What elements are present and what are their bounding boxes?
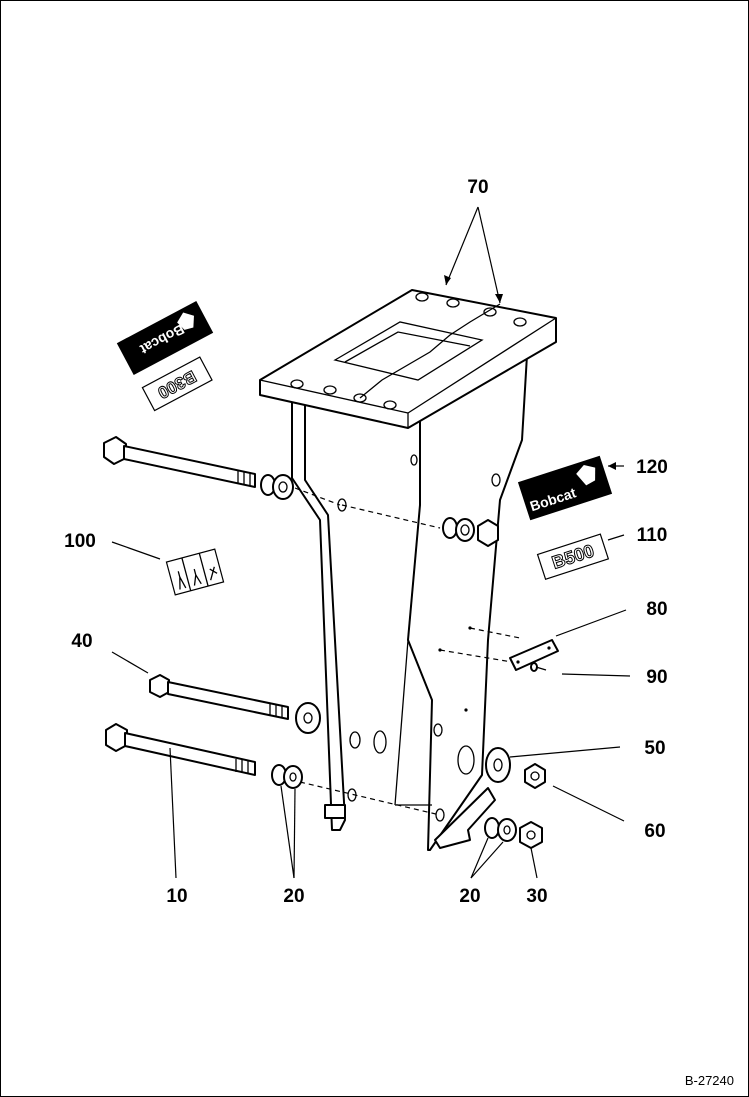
bolt-40-head xyxy=(149,674,170,698)
decal-model-right: B500 xyxy=(536,533,610,581)
bolt-10-assembly xyxy=(105,723,303,789)
callout-30: 30 xyxy=(526,886,547,907)
callout-50: 50 xyxy=(644,738,665,759)
callout-labels: 70 100 40 120 110 80 90 50 60 10 20 20 3… xyxy=(64,177,668,907)
callout-120: 120 xyxy=(636,457,668,478)
upper-bolt-shank xyxy=(123,445,256,488)
bolt-10-shank xyxy=(124,732,256,776)
leader-lines xyxy=(111,206,631,879)
screw-90 xyxy=(530,662,547,672)
callout-80: 80 xyxy=(646,599,667,620)
callout-90: 90 xyxy=(646,667,667,688)
callout-20-left: 20 xyxy=(283,886,304,907)
upper-bolt-assembly xyxy=(103,436,499,547)
upper-bolt-head xyxy=(103,436,127,465)
washer-50-nut-60 xyxy=(485,747,546,789)
top-plate-holes xyxy=(290,292,527,410)
bolt-40-assembly xyxy=(149,674,321,734)
washers-20-nut-30 xyxy=(484,817,543,849)
callout-100: 100 xyxy=(64,531,96,552)
callout-40: 40 xyxy=(71,631,92,652)
left-side-plate xyxy=(291,399,346,831)
bolt-10-head xyxy=(105,723,128,752)
right-foot-tab xyxy=(434,787,496,849)
spacer-40 xyxy=(295,702,321,734)
bolt-40-shank xyxy=(167,681,289,720)
nut-60 xyxy=(524,763,546,789)
bracket-frame xyxy=(259,289,557,851)
callout-70: 70 xyxy=(467,177,488,198)
callout-20-right: 20 xyxy=(459,886,480,907)
assembly-guide-lines xyxy=(294,487,521,816)
callout-10: 10 xyxy=(166,886,187,907)
plate-80-screw-90 xyxy=(509,639,559,672)
reference-code: B-27240 xyxy=(685,1073,734,1088)
decal-model-left: B300 xyxy=(141,356,213,412)
nut-30 xyxy=(519,821,543,849)
upper-nut xyxy=(477,519,499,547)
serial-plate-80 xyxy=(509,639,559,671)
callout-60: 60 xyxy=(644,821,665,842)
left-foot xyxy=(324,804,346,819)
washer-50 xyxy=(485,747,511,783)
callout-110: 110 xyxy=(637,525,668,546)
top-plate-opening xyxy=(333,321,484,381)
decal-bobcat-right: Bobcat xyxy=(517,455,613,521)
safety-decal-100 xyxy=(165,548,225,596)
